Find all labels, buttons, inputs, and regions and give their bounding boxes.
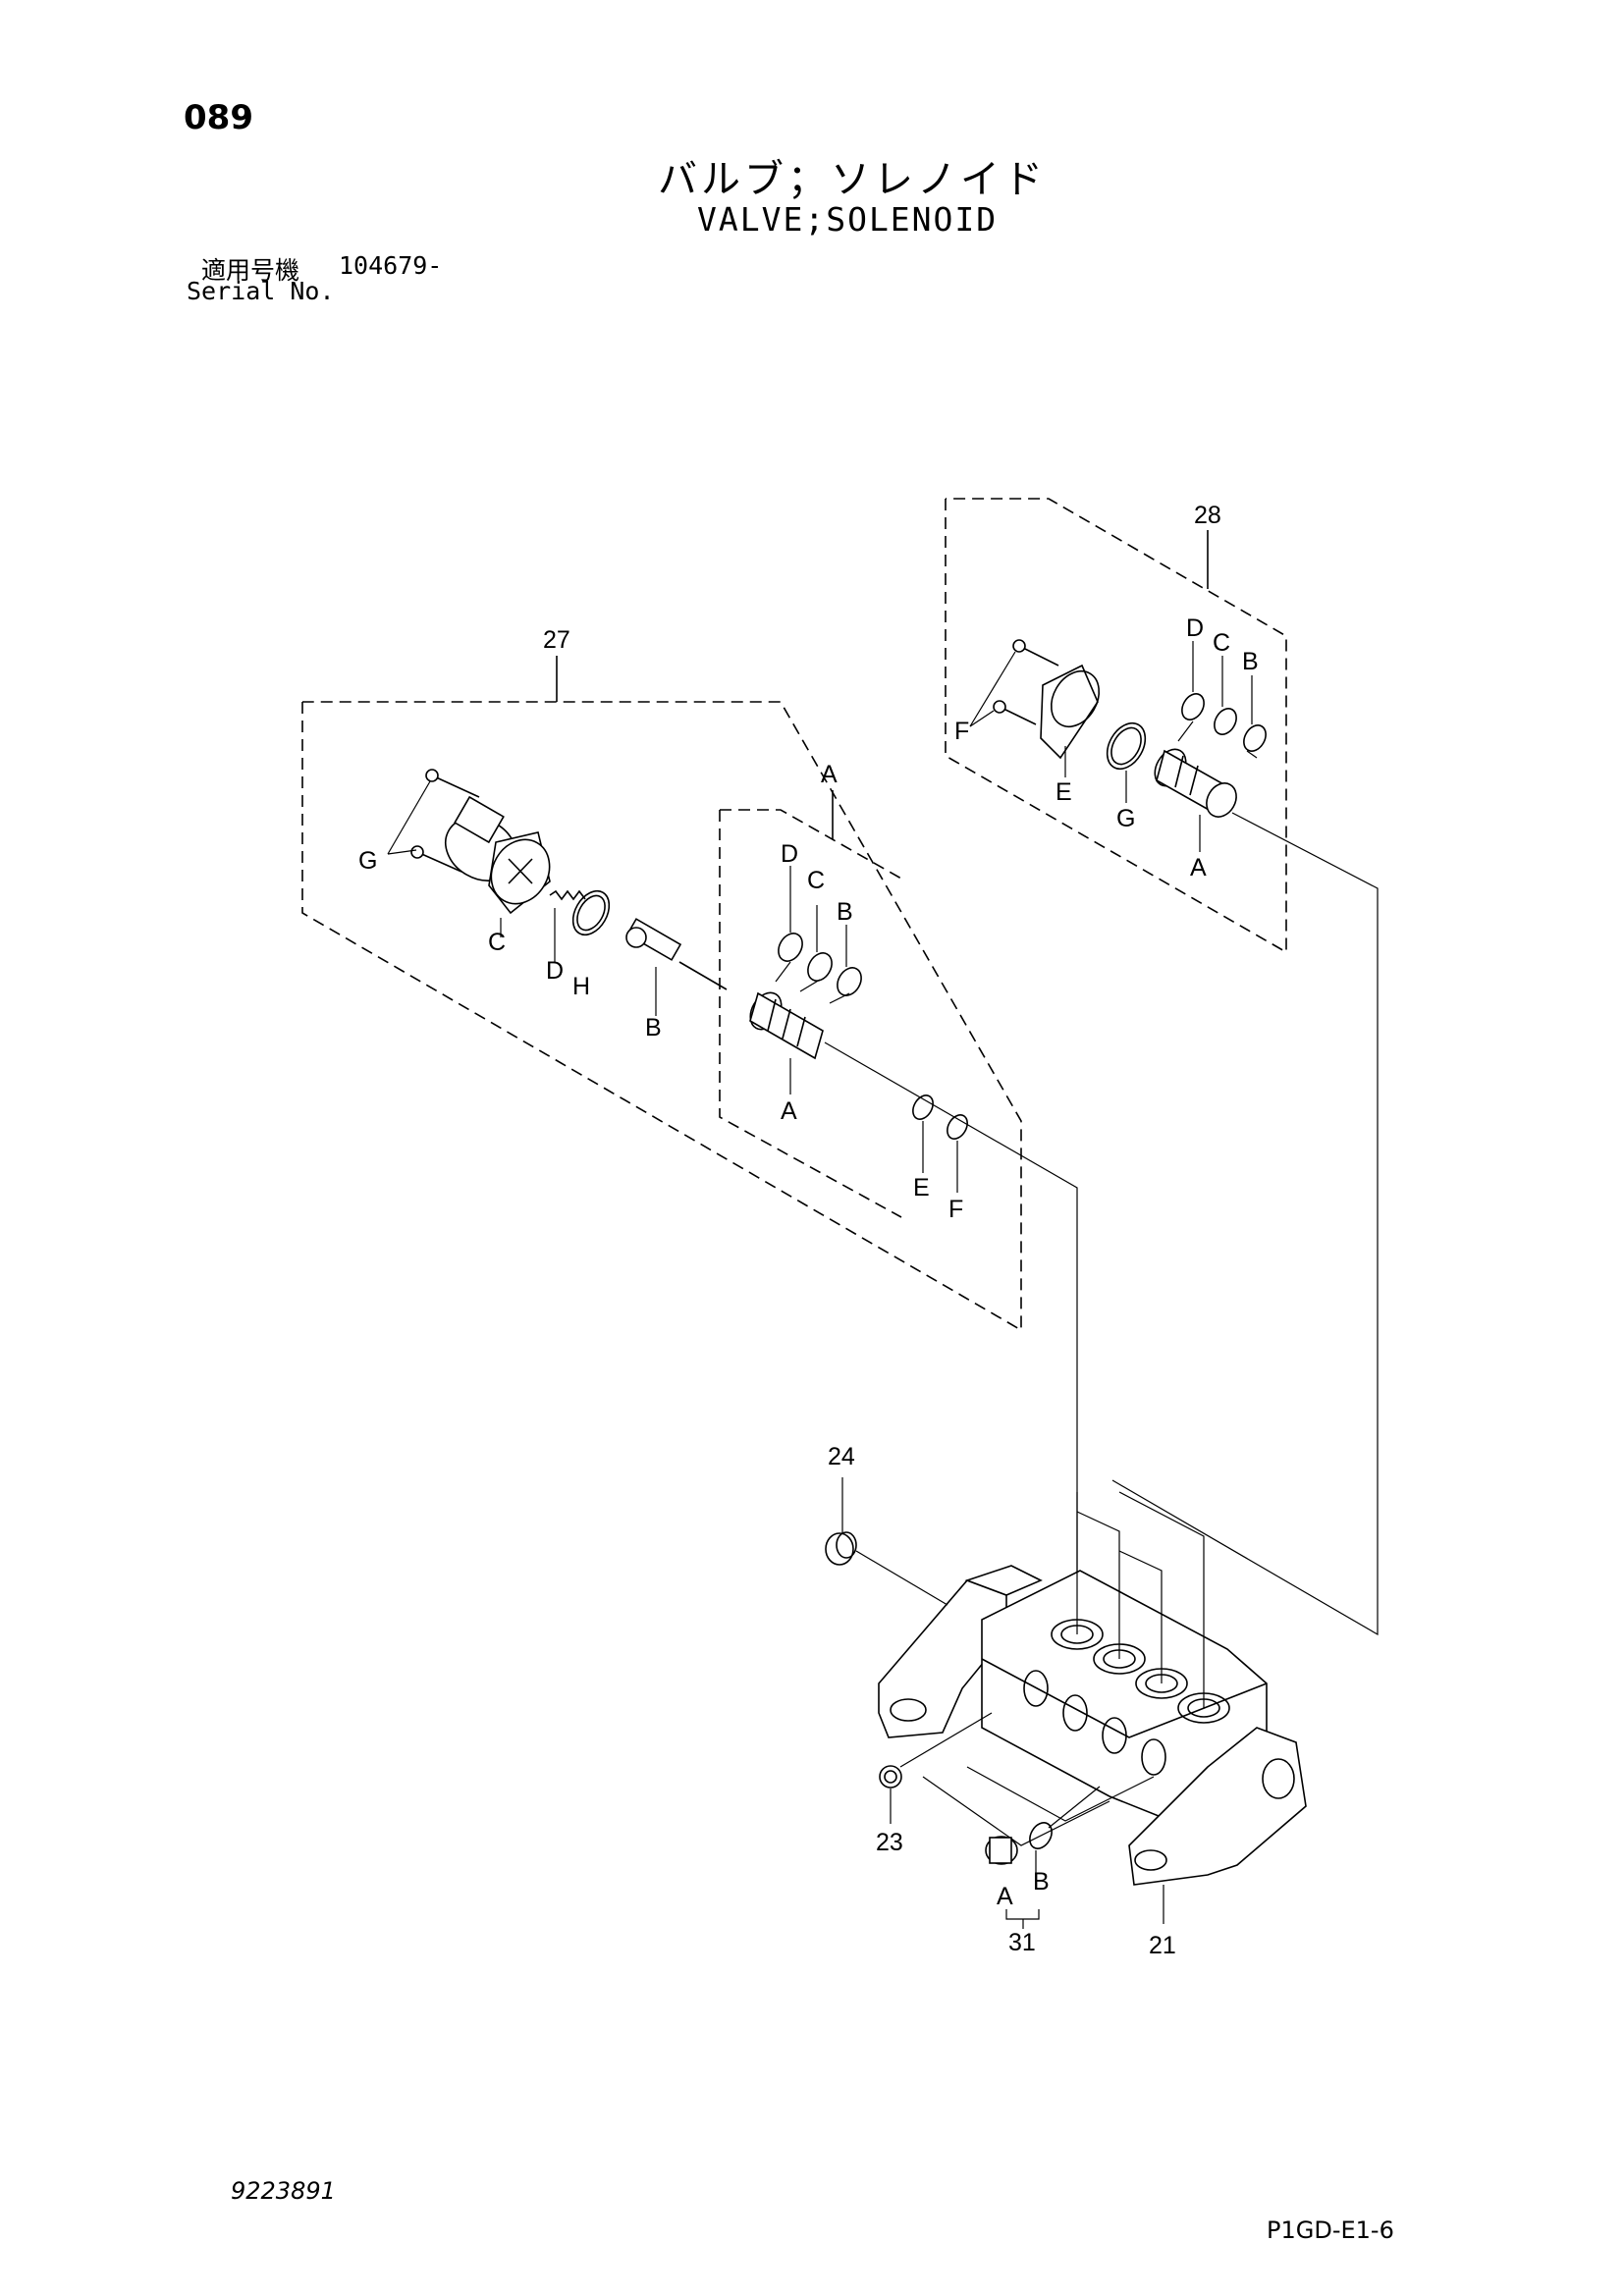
callout-21: 21 — [1149, 1932, 1176, 1959]
callout-28-e: E — [1056, 778, 1072, 806]
callout-28-d: D — [1186, 614, 1204, 642]
cover-plate-part-e — [969, 639, 1101, 777]
serial-number-value: 104679- — [339, 251, 443, 280]
callout-31: 31 — [1008, 1929, 1036, 1956]
sub-assembly-a-boundary — [719, 790, 902, 1218]
oring-part-g — [1106, 721, 1147, 803]
callout-sub-d: D — [781, 840, 798, 868]
callout-27: 27 — [543, 626, 570, 654]
spring-part-d — [549, 889, 586, 962]
callout-28: 28 — [1194, 502, 1221, 529]
callout-28-a: A — [1190, 854, 1207, 881]
callout-28-c: C — [1213, 629, 1230, 657]
callout-27-g: G — [358, 847, 377, 875]
drawing-number: 9223891 — [231, 2177, 336, 2205]
callout-sub-a-bottom: A — [781, 1097, 797, 1125]
callout-23: 23 — [876, 1829, 903, 1856]
callout-24: 24 — [828, 1443, 855, 1470]
callout-27-b: B — [645, 1014, 662, 1041]
callout-27-h: H — [572, 973, 590, 1000]
solenoid-coil-part-c — [387, 769, 551, 937]
assembly-28-boundary — [945, 498, 1287, 954]
spool-part-b — [625, 918, 728, 1016]
callout-sub-a-top: A — [821, 761, 838, 788]
callout-27-c: C — [488, 929, 506, 956]
callout-sub-f: F — [948, 1196, 963, 1223]
page-number: 089 — [184, 98, 253, 137]
callout-27-d: D — [546, 957, 564, 985]
assembly-28-orings — [1177, 641, 1267, 759]
serial-label-japanese: 適用号機 — [201, 256, 300, 285]
callout-31-a: A — [997, 1883, 1013, 1910]
sub-assembly-a-orings — [775, 866, 862, 1004]
page-code: P1GD-E1-6 — [1267, 2216, 1394, 2244]
page-title-japanese: バルブ；ソレノイド — [658, 157, 1047, 202]
sleeve-part-a — [749, 991, 824, 1095]
callout-28-g: G — [1116, 805, 1135, 832]
manifold-block-part-21 — [878, 1491, 1307, 1924]
callout-sub-c: C — [807, 867, 825, 894]
sub-assembly-rings-e-f — [912, 1095, 968, 1193]
callout-sub-b: B — [837, 898, 853, 926]
page-title-english: VALVE;SOLENOID — [697, 200, 999, 239]
assembly-27-boundary — [301, 656, 1022, 1332]
plug-part-24 — [825, 1477, 948, 1606]
check-valve-part-31 — [985, 1786, 1101, 1929]
serial-label-english: Serial No. — [187, 277, 335, 305]
callout-28-b: B — [1242, 648, 1259, 675]
plug-part-23 — [879, 1712, 993, 1824]
callout-31-b: B — [1033, 1868, 1050, 1896]
callout-28-f: F — [954, 718, 969, 745]
callout-sub-e: E — [913, 1174, 930, 1201]
sleeve-28-part-a — [1154, 748, 1237, 852]
oring-part-h — [571, 889, 611, 936]
